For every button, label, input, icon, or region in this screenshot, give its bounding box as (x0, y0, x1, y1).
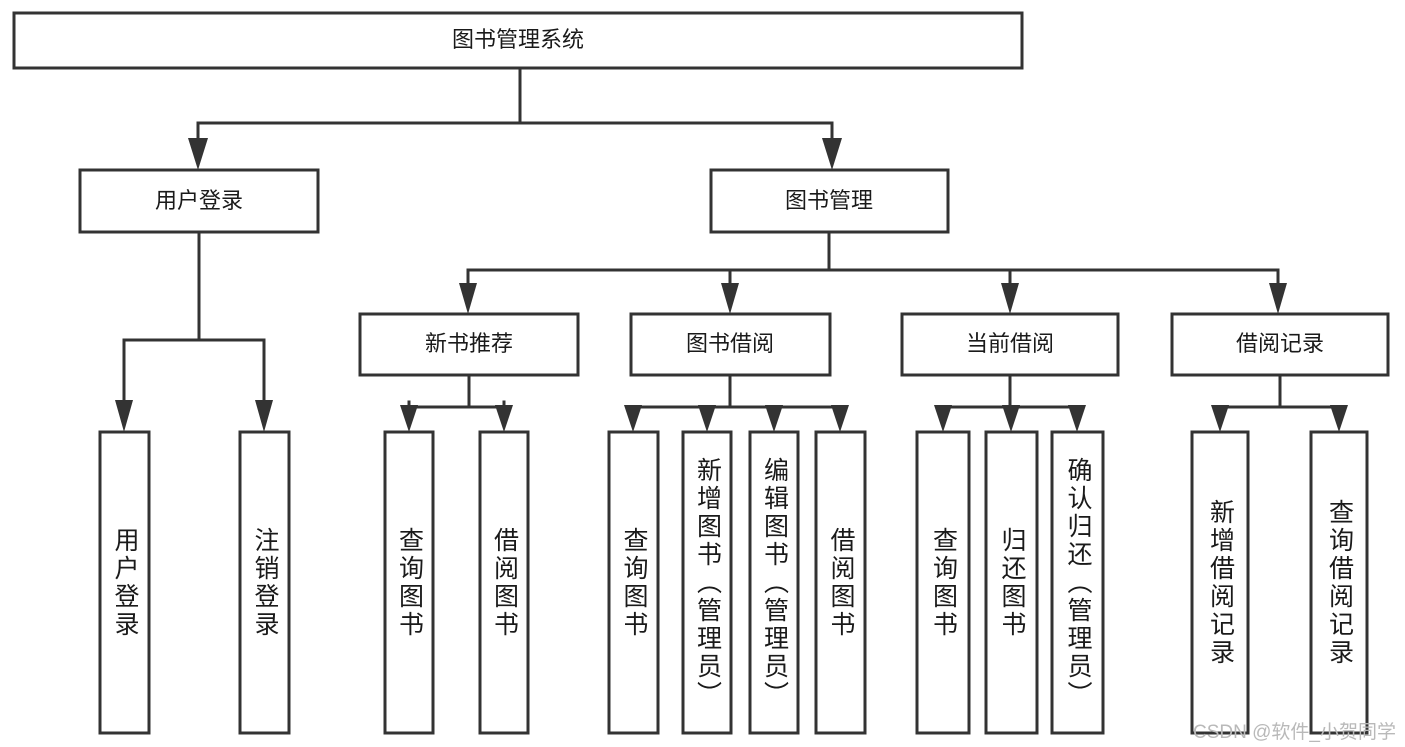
node-borrow-record[interactable]: 借阅记录 (1170, 312, 1390, 377)
leaf-box-borrow-record-2[interactable] (1309, 430, 1369, 735)
node-box (900, 312, 1120, 377)
node-box (358, 312, 580, 377)
leaf-box-current-borrow-1[interactable] (915, 430, 971, 735)
leaf-box-user-login-2[interactable] (238, 430, 291, 735)
node-label: 图书借阅 (686, 331, 774, 356)
arrow-head-icon (1068, 405, 1086, 432)
connector-group-user-login (115, 230, 273, 432)
node-box (1170, 312, 1390, 377)
arrow-head-icon (188, 138, 208, 170)
watermark-text: CSDN @软件_小贺同学 (1193, 722, 1396, 743)
arrow-head-icon (822, 138, 842, 170)
connector-group-book-borrow (624, 373, 849, 432)
arrow-head-icon (1002, 405, 1020, 432)
node-label: 当前借阅 (966, 331, 1054, 356)
leaf-box-user-login-1[interactable] (98, 430, 151, 735)
node-book-management[interactable]: 图书管理 (709, 168, 950, 234)
arrow-head-icon (831, 405, 849, 432)
node-label: 用户登录 (155, 188, 243, 213)
leaf-box-book-borrow-2[interactable] (681, 430, 733, 735)
node-box (12, 11, 1024, 70)
connector-group-root (188, 66, 842, 170)
leaf-box-borrow-record-1[interactable] (1190, 430, 1250, 735)
node-label: 新书推荐 (425, 331, 513, 356)
leaf-box-new-book-1[interactable] (383, 430, 435, 735)
arrow-head-icon (1001, 283, 1019, 314)
connector-group-new-book-recommend (400, 373, 513, 432)
arrow-head-icon (495, 405, 513, 432)
leaf-box-new-book-2[interactable] (478, 430, 530, 735)
node-new-book-recommend[interactable]: 新书推荐 (358, 312, 580, 377)
arrow-head-icon (765, 405, 783, 432)
arrow-head-icon (721, 283, 739, 314)
node-root-title[interactable]: 图书管理系统 (12, 11, 1024, 70)
node-box (78, 168, 320, 234)
connector-group-book-management (459, 230, 1287, 314)
node-user-login[interactable]: 用户登录 (78, 168, 320, 234)
arrow-head-icon (459, 283, 477, 314)
leaf-box-book-borrow-3[interactable] (748, 430, 800, 735)
node-box (629, 312, 832, 377)
connector-group-borrow-record (1211, 373, 1348, 432)
arrow-head-icon (400, 405, 418, 432)
leaf-box-current-borrow-2[interactable] (984, 430, 1039, 735)
node-label: 图书管理 (785, 188, 873, 213)
arrow-head-icon (115, 400, 133, 432)
connector-group-current-borrow (934, 373, 1086, 432)
arrow-head-icon (624, 405, 642, 432)
node-current-borrow[interactable]: 当前借阅 (900, 312, 1120, 377)
arrow-head-icon (934, 405, 952, 432)
arrow-head-icon (255, 400, 273, 432)
leaf-box-current-borrow-3[interactable] (1050, 430, 1105, 735)
node-book-borrow[interactable]: 图书借阅 (629, 312, 832, 377)
node-label: 借阅记录 (1236, 331, 1324, 356)
page-title: 图书管理系统 (452, 27, 584, 52)
arrow-head-icon (1330, 405, 1348, 432)
leaf-box-book-borrow-1[interactable] (607, 430, 660, 735)
arrow-head-icon (1211, 405, 1229, 432)
arrow-head-icon (698, 405, 716, 432)
leaf-box-book-borrow-4[interactable] (814, 430, 867, 735)
arrow-head-icon (1269, 283, 1287, 314)
